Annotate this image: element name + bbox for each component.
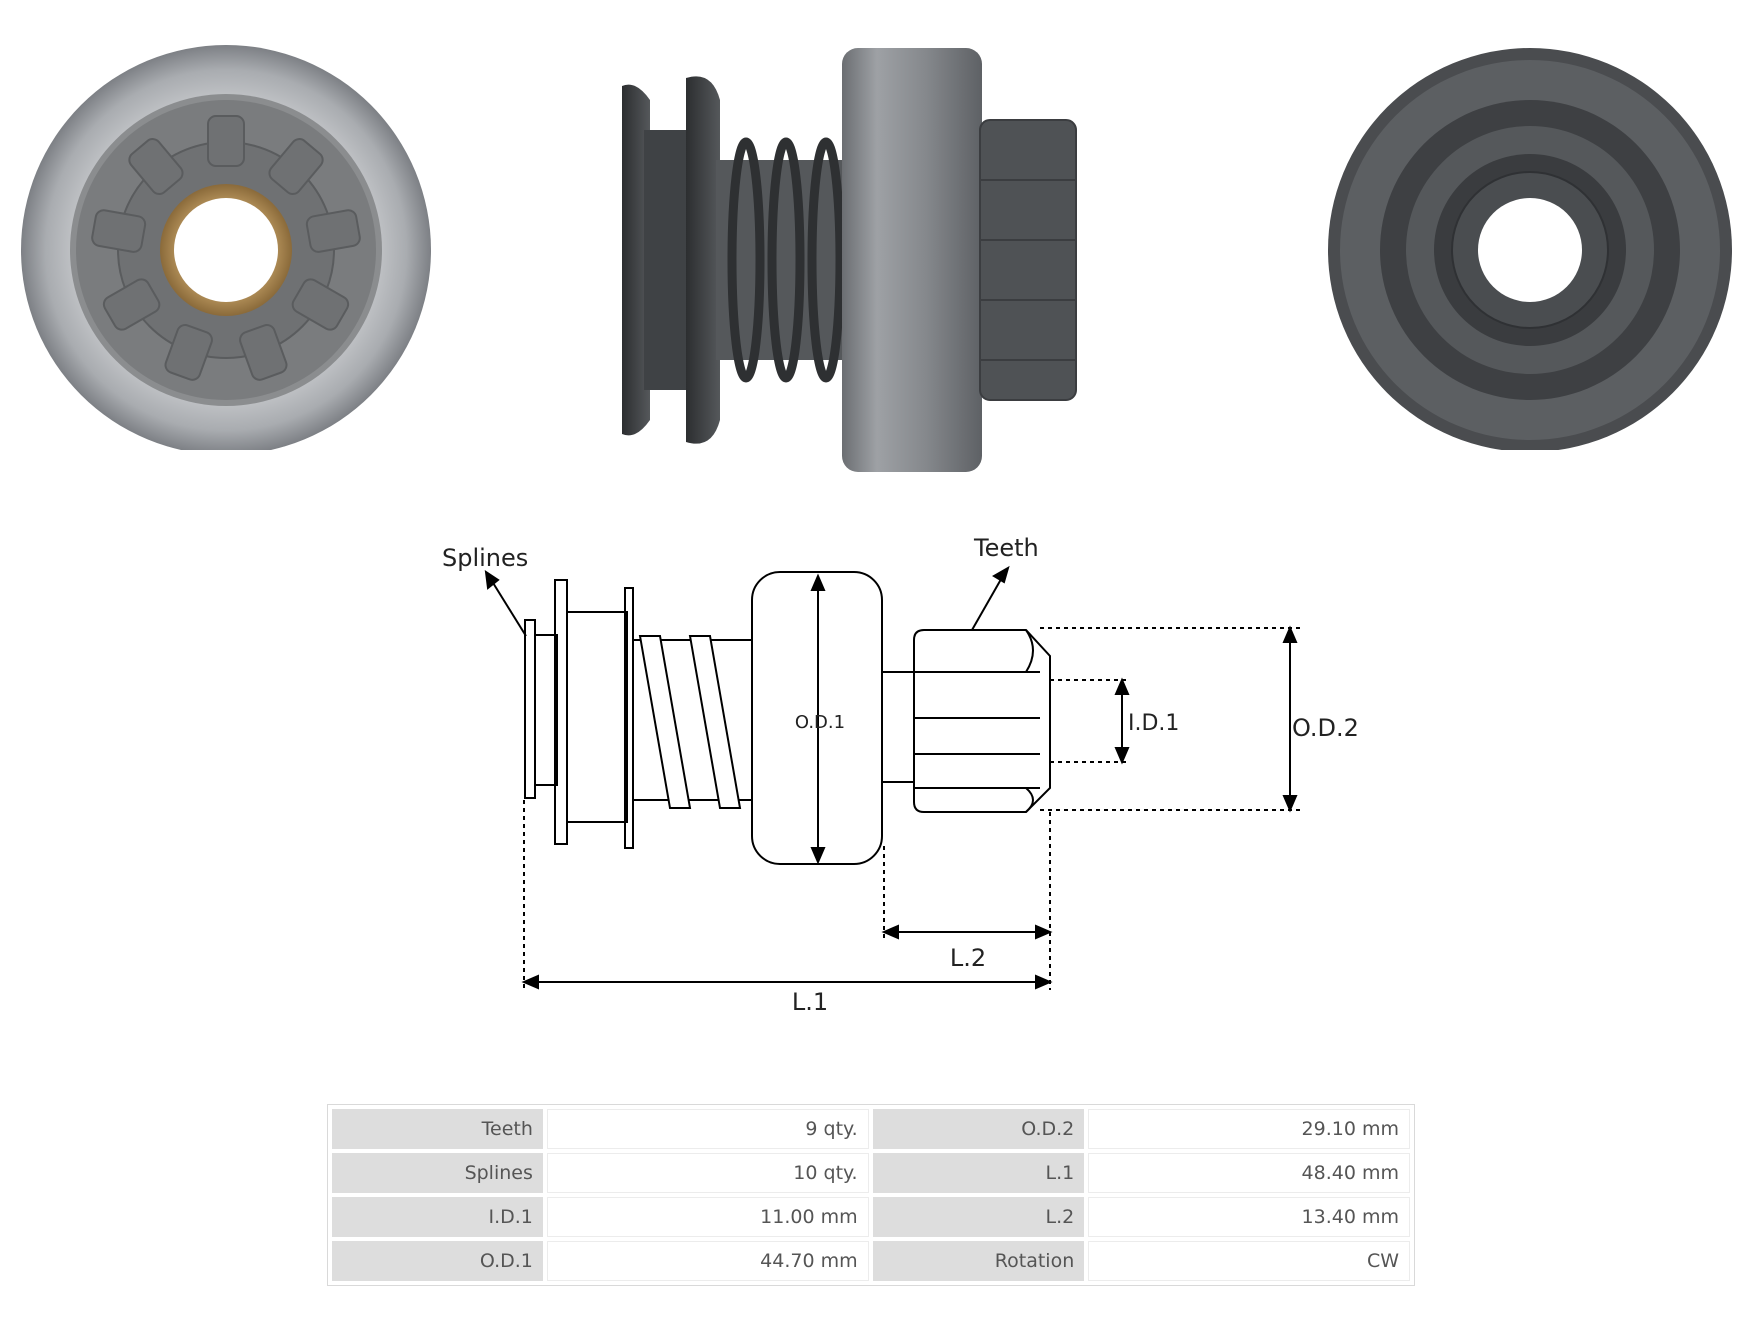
photo-rear-view xyxy=(1328,48,1732,450)
spec-label-teeth: Teeth xyxy=(332,1109,543,1149)
spec-value-l1: 48.40 mm xyxy=(1088,1153,1410,1193)
spec-label-rotation: Rotation xyxy=(872,1241,1085,1281)
spec-label-od1: O.D.1 xyxy=(332,1241,543,1281)
spec-table: Teeth 9 qty. O.D.2 29.10 mm Splines 10 q… xyxy=(327,1104,1415,1286)
l1-label: L.1 xyxy=(792,988,828,1016)
photo-side-view xyxy=(622,48,1077,472)
spec-value-rotation: CW xyxy=(1088,1241,1410,1281)
spec-label-splines: Splines xyxy=(332,1153,543,1193)
table-row: Splines 10 qty. L.1 48.40 mm xyxy=(332,1153,1410,1193)
spec-label-l1: L.1 xyxy=(872,1153,1085,1193)
l2-label: L.2 xyxy=(950,944,986,972)
spec-value-l2: 13.40 mm xyxy=(1088,1197,1410,1237)
teeth-label: Teeth xyxy=(973,534,1039,562)
photo-front-view xyxy=(21,45,431,450)
clutch-housing xyxy=(842,48,982,472)
spec-label-od2: O.D.2 xyxy=(872,1109,1085,1149)
pinion-teeth xyxy=(979,119,1077,401)
od1-label: O.D.1 xyxy=(795,712,845,733)
table-row: O.D.1 44.70 mm Rotation CW xyxy=(332,1241,1410,1281)
spec-label-l2: L.2 xyxy=(872,1197,1085,1237)
table-row: I.D.1 11.00 mm L.2 13.40 mm xyxy=(332,1197,1410,1237)
spec-value-od2: 29.10 mm xyxy=(1088,1109,1410,1149)
drive-flange xyxy=(622,84,650,436)
od2-label: O.D.2 xyxy=(1292,714,1359,742)
id1-label: I.D.1 xyxy=(1128,711,1179,736)
spec-value-od1: 44.70 mm xyxy=(546,1241,869,1281)
splines-label: Splines xyxy=(442,544,528,572)
spec-value-splines: 10 qty. xyxy=(546,1153,869,1193)
spec-value-teeth: 9 qty. xyxy=(546,1109,869,1149)
spec-label-id1: I.D.1 xyxy=(332,1197,543,1237)
spec-value-id1: 11.00 mm xyxy=(546,1197,869,1237)
drive-spring xyxy=(727,137,845,383)
table-row: Teeth 9 qty. O.D.2 29.10 mm xyxy=(332,1109,1410,1149)
